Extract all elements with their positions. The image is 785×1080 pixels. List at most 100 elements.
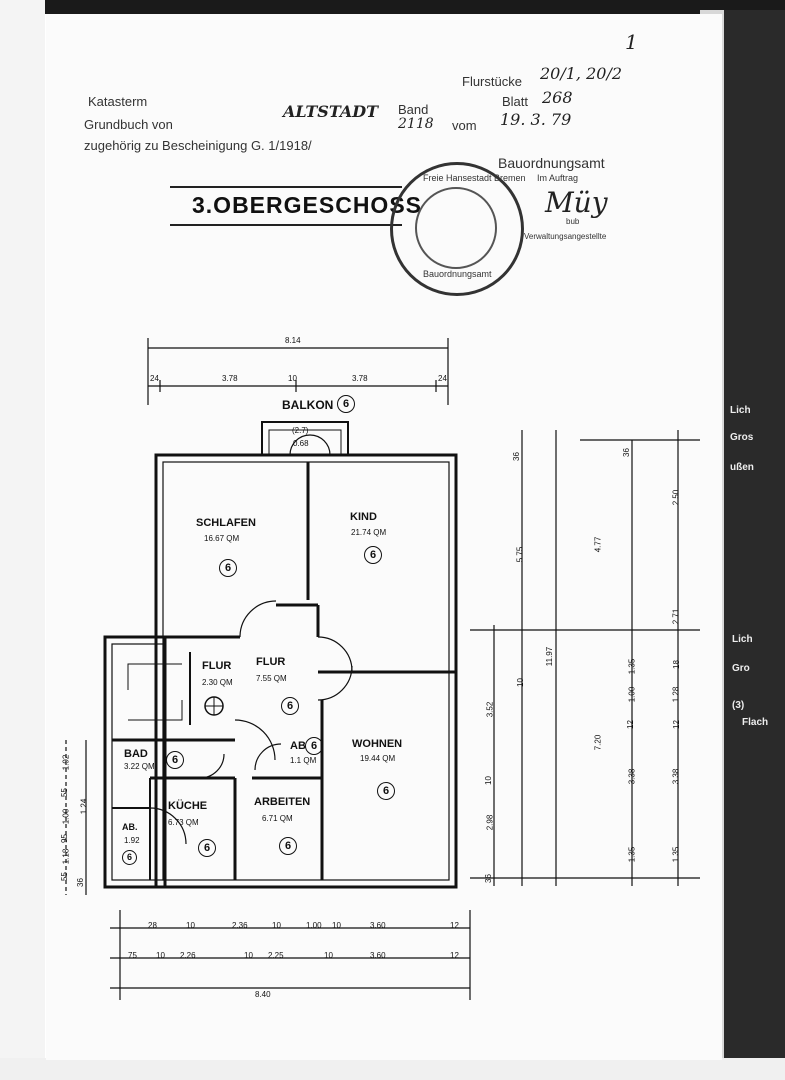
room-number: 6 — [219, 559, 237, 577]
edge-fragment: Lich — [732, 634, 753, 645]
dim-top-total: 8.14 — [285, 336, 301, 345]
room-area: 2.30 QM — [202, 678, 233, 687]
dim-left: 55 — [59, 788, 69, 797]
dim-bottom: 10 — [186, 921, 195, 930]
dim-top: 3.78 — [222, 374, 238, 383]
dim-right: 2.71 — [671, 608, 681, 625]
balcony-dim-2: 0.68 — [293, 439, 309, 448]
flurstuecke-label: Flurstücke — [462, 74, 522, 89]
scan-shadow-right — [722, 10, 785, 1080]
authority-im-auftrag: Im Auftrag — [537, 173, 579, 183]
dim-right: 12 — [671, 720, 681, 729]
stamp-seal-icon — [415, 187, 497, 269]
dim-right: 1.35 — [627, 846, 637, 863]
room-name: FLUR — [202, 660, 232, 672]
dim-top: 3.78 — [352, 374, 368, 383]
corner-mark: 1 — [625, 30, 638, 54]
room-name: BAD — [124, 748, 148, 760]
dim-left: 95 — [59, 834, 69, 843]
room-number: 6 — [279, 837, 297, 855]
room-number: 6 — [377, 782, 395, 800]
dim-left: 1.24 — [79, 798, 89, 815]
dim-bottom: 75 — [128, 951, 137, 960]
edge-fragment: Gros — [730, 432, 754, 443]
room-number: 6 — [198, 839, 216, 857]
room-number: 6 — [364, 546, 382, 564]
dim-right: 36 — [511, 452, 521, 461]
dim-bottom: 3.60 — [370, 921, 386, 930]
dim-top: 24 — [438, 374, 447, 383]
room-area: 1.92 — [124, 836, 140, 845]
bescheinigung-number: 2118 — [398, 116, 434, 132]
authority-signature: Müy — [545, 186, 608, 219]
dim-right: 3.38 — [671, 768, 681, 785]
dim-right: 5.75 — [515, 546, 525, 563]
floor-title-box: 3.OBERGESCHOSS — [170, 186, 421, 226]
scan-border-bottom — [0, 1058, 785, 1080]
authority-name: Bauordnungsamt — [498, 155, 605, 171]
balcony-label: BALKON — [282, 398, 334, 412]
room-area: 6.71 QM — [262, 814, 293, 823]
dim-top: 24 — [150, 374, 159, 383]
dim-left: 1.00 — [61, 808, 71, 825]
room-name: KÜCHE — [168, 800, 208, 812]
room-name: FLUR — [256, 656, 286, 668]
room-number: 6 — [305, 737, 323, 755]
room-area: 1.1 QM — [290, 756, 317, 765]
dim-bottom: 12 — [450, 951, 459, 960]
dim-bottom: 2.36 — [232, 921, 248, 930]
official-stamp: Freie Hansestadt Bremen Bauordnungsamt — [390, 162, 526, 296]
dim-right: 1.28 — [671, 686, 681, 703]
floor-title: 3.OBERGESCHOSS — [192, 192, 422, 218]
dim-bottom: 2.26 — [180, 951, 196, 960]
scan-border-left — [0, 0, 45, 1080]
room-name: WOHNEN — [352, 738, 403, 750]
room-area: 21.74 QM — [351, 528, 387, 537]
dim-right: 7.20 — [593, 734, 603, 751]
stamp-top-text: Freie Hansestadt Bremen — [423, 173, 526, 183]
blatt-value: 268 — [542, 88, 573, 107]
dim-bottom-total: 8.40 — [255, 990, 271, 999]
dim-right: 3.38 — [627, 768, 637, 785]
room-number: 6 — [166, 751, 184, 769]
room-number: 6 — [281, 697, 299, 715]
dim-left: 55 — [59, 872, 69, 881]
dim-right: 2.50 — [671, 489, 681, 506]
dim-right: 3.52 — [485, 701, 495, 718]
dim-bottom: 10 — [324, 951, 333, 960]
edge-fragment: Lich — [730, 405, 751, 416]
vom-label: vom — [452, 118, 477, 133]
room-area: 7.55 QM — [256, 674, 287, 683]
room-area: 3.22 QM — [124, 762, 155, 771]
dim-right: 4.77 — [593, 536, 603, 553]
dim-right: 1.35 — [671, 846, 681, 863]
dim-right: 10 — [483, 776, 493, 785]
blatt-label: Blatt — [502, 94, 529, 109]
dim-right: 36 — [483, 874, 493, 883]
dim-bottom: 3.60 — [370, 951, 386, 960]
scan-border-top — [0, 0, 785, 14]
room-name: KIND — [350, 511, 377, 523]
edge-fragment: ußen — [730, 462, 754, 473]
authority-bub: bub — [566, 217, 580, 226]
dim-top: 10 — [288, 374, 297, 383]
dim-left: 1.18 — [61, 848, 71, 865]
room-name: AB. — [122, 822, 138, 832]
room-area: 6.73 QM — [168, 818, 199, 827]
dim-right: 10 — [515, 678, 525, 687]
room-name: AB — [290, 740, 306, 752]
edge-fragment: (3) — [732, 700, 745, 711]
dim-bottom: 10 — [244, 951, 253, 960]
dim-bottom: 2.25 — [268, 951, 284, 960]
dim-right: 1.00 — [627, 686, 637, 703]
dim-bottom: 28 — [148, 921, 157, 930]
bescheinigung-label: zugehörig zu Bescheinigung G. 1/1918/ — [84, 138, 312, 153]
room-area: 19.44 QM — [360, 754, 396, 763]
room-area: 16.67 QM — [204, 534, 240, 543]
dim-right-total: 11.97 — [545, 646, 555, 667]
grundbuch-label: Grundbuch von — [84, 117, 173, 132]
date-value: 19. 3. 79 — [500, 110, 572, 129]
edge-fragment: Flach — [742, 717, 769, 728]
dim-bottom: 10 — [332, 921, 341, 930]
